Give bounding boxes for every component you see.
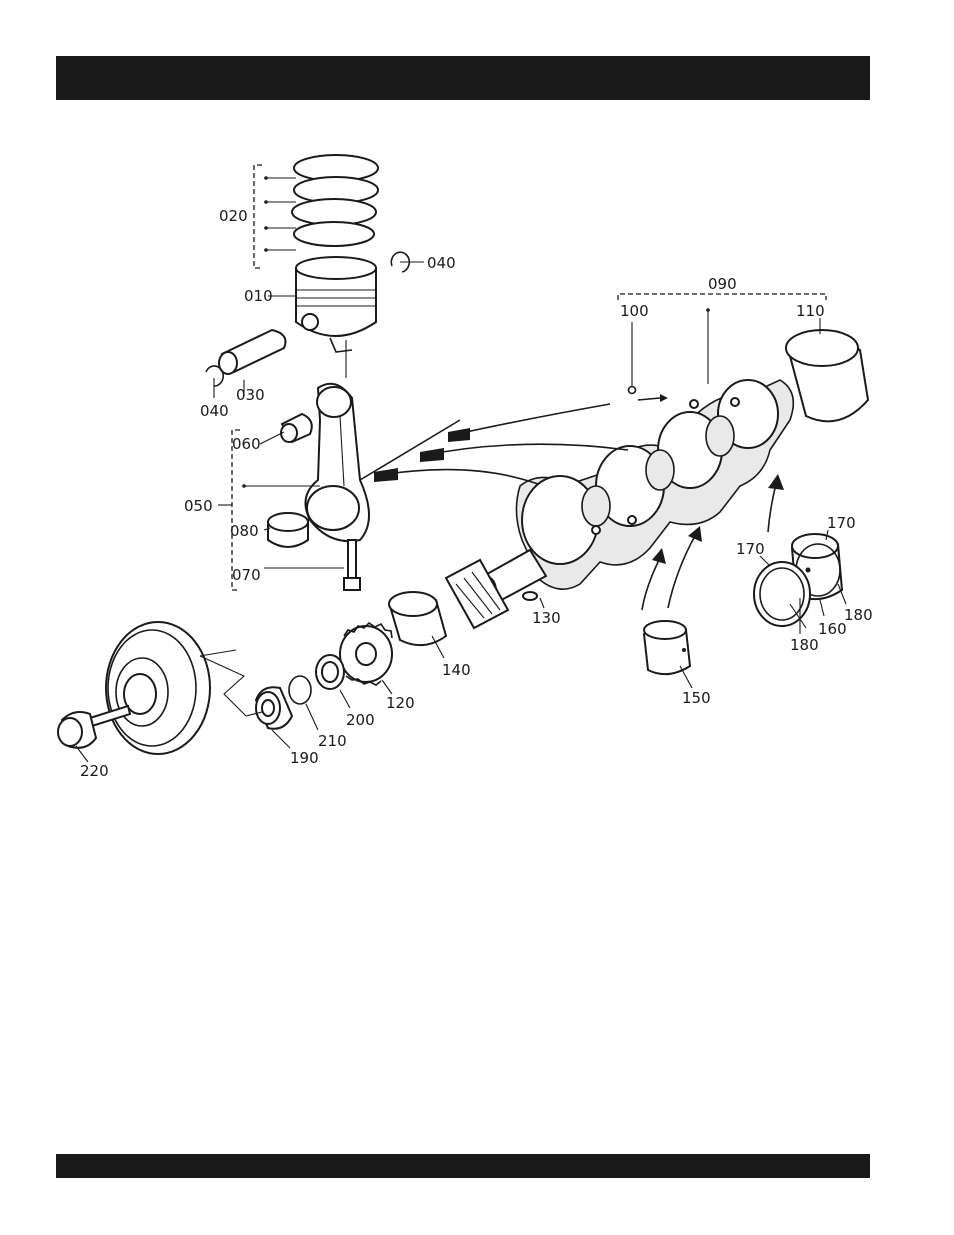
callout-130: 130 bbox=[532, 609, 561, 627]
small-end-bushing bbox=[281, 414, 312, 442]
callout-040-left: 040 bbox=[200, 402, 229, 420]
callout-080: 080 bbox=[230, 522, 259, 540]
callout-bracket-020 bbox=[254, 165, 262, 268]
thrust-main-bearing bbox=[754, 534, 842, 626]
collar bbox=[256, 687, 292, 729]
callout-120: 120 bbox=[386, 694, 415, 712]
callout-160: 160 bbox=[818, 620, 847, 638]
callout-100: 100 bbox=[620, 302, 649, 320]
callout-170-right: 170 bbox=[827, 514, 856, 532]
callout-220: 220 bbox=[80, 762, 109, 780]
rear-oil-seal bbox=[786, 330, 868, 421]
crankshaft bbox=[478, 380, 793, 605]
callout-090: 090 bbox=[708, 275, 737, 293]
crankshaft-pulley bbox=[106, 622, 210, 754]
snap-ring-left bbox=[206, 366, 223, 386]
callout-170-left: 170 bbox=[736, 540, 765, 558]
callout-180-right: 180 bbox=[844, 606, 873, 624]
callout-200: 200 bbox=[346, 711, 375, 729]
callout-180-left: 180 bbox=[790, 636, 819, 654]
callout-030: 030 bbox=[236, 386, 265, 404]
piston-rings bbox=[292, 155, 378, 246]
piston bbox=[296, 257, 376, 352]
rod-bearing bbox=[268, 513, 308, 547]
callout-070: 070 bbox=[232, 566, 261, 584]
callout-140: 140 bbox=[442, 661, 471, 679]
callout-bracket-090 bbox=[618, 294, 826, 300]
callout-210: 210 bbox=[318, 732, 347, 750]
callout-050: 050 bbox=[184, 497, 213, 515]
callout-040-right: 040 bbox=[427, 254, 456, 272]
callout-010: 010 bbox=[244, 287, 273, 305]
crankshaft-key bbox=[523, 592, 537, 600]
callout-060: 060 bbox=[232, 435, 261, 453]
connecting-rod bbox=[306, 384, 370, 541]
callout-110: 110 bbox=[796, 302, 825, 320]
front-bearing bbox=[389, 592, 446, 645]
rod-bolt bbox=[344, 540, 360, 590]
callout-020: 020 bbox=[219, 207, 248, 225]
crank-gear bbox=[340, 623, 392, 685]
main-bearing bbox=[644, 621, 690, 674]
callout-190: 190 bbox=[290, 749, 319, 767]
o-ring bbox=[289, 676, 311, 704]
thrust-washer bbox=[316, 655, 344, 689]
callout-150: 150 bbox=[682, 689, 711, 707]
piston-pin bbox=[219, 330, 286, 374]
